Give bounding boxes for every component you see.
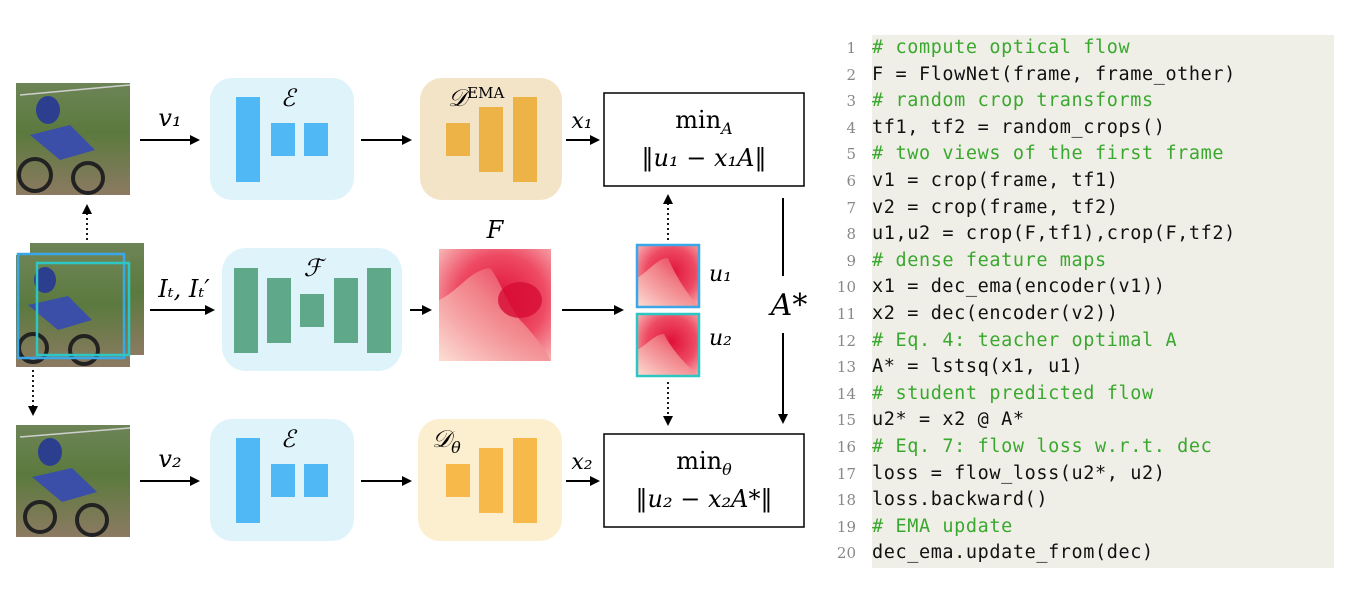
- code-line: 14 # student predicted flow: [836, 381, 1154, 408]
- code-statement: v2 = crop(frame, tf2): [872, 196, 1119, 218]
- loss-top-formula: ‖u₁ − x₁A‖: [642, 144, 767, 173]
- code-line: 4 tf1, tf2 = random_crops(): [836, 115, 1165, 142]
- encoder-bottom: ℰ: [210, 419, 354, 541]
- label-u1: u₁: [709, 262, 732, 287]
- code-statement: F = FlowNet(frame, frame_other): [872, 63, 1236, 85]
- decoder-theta: 𝒟θ: [418, 419, 562, 541]
- crop-box-v1: [16, 252, 126, 360]
- code-line: 9 # dense feature maps: [836, 248, 1107, 275]
- code-line: 11 x2 = dec(encoder(v2)): [836, 301, 1119, 328]
- code-line: 6 v1 = crop(frame, tf1): [836, 168, 1119, 195]
- line-number: 17: [836, 464, 856, 483]
- line-number: 9: [846, 251, 856, 270]
- code-line: 8 u1,u2 = crop(F,tf1),crop(F,tf2): [836, 221, 1236, 248]
- flow-map-F: F: [439, 216, 551, 361]
- image-v1: [16, 83, 131, 195]
- code-line: 18 loss.backward(): [836, 487, 1048, 514]
- label-v2: v₂: [158, 445, 181, 473]
- line-number: 1: [846, 39, 856, 57]
- code-statement: loss = flow_loss(u2*, u2): [872, 462, 1166, 484]
- line-number: 20: [836, 544, 856, 563]
- code-statement: tf1, tf2 = random_crops(): [872, 116, 1166, 138]
- flow-crop-u2: [635, 312, 701, 378]
- code-statement: dec_ema.update_from(dec): [872, 542, 1154, 564]
- line-number: 14: [836, 384, 856, 403]
- image-v2: [16, 425, 131, 537]
- code-line: 19 # EMA update: [836, 514, 1013, 541]
- code-line: 5 # two views of the first frame: [836, 141, 1224, 168]
- loss-top-title: minA: [675, 106, 732, 138]
- code-line: 13 A* = lstsq(x1, u1): [836, 354, 1083, 381]
- line-number: 3: [846, 92, 856, 111]
- code-line: 1 # compute optical flow: [836, 35, 1130, 62]
- line-number: 15: [836, 411, 856, 430]
- code-comment: # Eq. 7: flow loss w.r.t. dec: [872, 436, 1213, 457]
- label-encoder-top: ℰ: [281, 84, 298, 112]
- line-number: 13: [836, 358, 856, 377]
- label-v1: v₁: [158, 104, 181, 132]
- loss-box-top: minA ‖u₁ − x₁A‖: [603, 92, 805, 187]
- code-panel: [872, 35, 1334, 568]
- label-x1: x₁: [571, 109, 592, 134]
- code-line: 12 # Eq. 4: teacher optimal A: [836, 328, 1177, 355]
- code-line: 2 F = FlowNet(frame, frame_other): [836, 62, 1236, 89]
- line-number: 5: [846, 145, 856, 164]
- line-number: 19: [836, 517, 856, 536]
- loss-bottom-title: minθ: [676, 447, 732, 479]
- label-frames: Iₜ, Iₜ′: [157, 275, 210, 303]
- line-number: 11: [836, 305, 856, 323]
- code-comment: # random crop transforms: [872, 90, 1154, 112]
- label-u2: u₂: [709, 326, 732, 351]
- encoder-top: ℰ: [210, 78, 354, 200]
- code-statement: loss.backward(): [872, 489, 1049, 511]
- code-line: 7 v2 = crop(frame, tf2): [836, 195, 1119, 222]
- code-line: 20 dec_ema.update_from(dec): [836, 540, 1154, 567]
- loss-bottom-formula: ‖u₂ − x₂A*‖: [636, 485, 773, 514]
- code-line: 17 loss = flow_loss(u2*, u2): [836, 461, 1165, 488]
- line-number: 12: [836, 331, 856, 350]
- code-comment: # dense feature maps: [872, 249, 1107, 271]
- code-line: 16 # Eq. 7: flow loss w.r.t. dec: [836, 434, 1212, 461]
- line-number: 8: [846, 225, 856, 244]
- label-x2: x₂: [571, 450, 592, 475]
- code-statement: x1 = dec_ema(encoder(v1)): [872, 276, 1166, 298]
- code-statement: u1,u2 = crop(F,tf1),crop(F,tf2): [872, 223, 1236, 245]
- line-number: 16: [836, 438, 856, 456]
- image-frames-stack: [16, 243, 144, 367]
- flow-crop-u1: [635, 243, 701, 309]
- decoder-ema: 𝒟EMA: [420, 78, 562, 200]
- code-comment: # two views of the first frame: [872, 143, 1225, 165]
- code-statement: u2* = x2 @ A*: [872, 409, 1025, 431]
- label-Astar: A*: [768, 288, 808, 323]
- code-line: 3 # random crop transforms: [836, 88, 1154, 115]
- code-line: 10 x1 = dec_ema(encoder(v1)): [836, 274, 1165, 301]
- code-comment: # EMA update: [872, 515, 1013, 537]
- line-number: 2: [846, 65, 856, 84]
- flownet: ℱ: [222, 248, 402, 371]
- code-line: 15 u2* = x2 @ A*: [836, 407, 1025, 434]
- code-comment: # student predicted flow: [872, 382, 1154, 404]
- code-statement: A* = lstsq(x1, u1): [872, 356, 1084, 378]
- code-statement: x2 = dec(encoder(v2)): [872, 303, 1119, 324]
- code-comment: # compute optical flow: [872, 37, 1131, 58]
- line-number: 10: [836, 278, 856, 297]
- code-statement: v1 = crop(frame, tf1): [872, 170, 1119, 191]
- line-number: 7: [846, 198, 856, 217]
- line-number: 6: [846, 172, 856, 190]
- loss-box-bottom: minθ ‖u₂ − x₂A*‖: [603, 433, 805, 528]
- label-F: F: [486, 216, 505, 244]
- label-flownet: ℱ: [304, 254, 327, 282]
- label-encoder-bottom: ℰ: [281, 425, 298, 453]
- code-comment: # Eq. 4: teacher optimal A: [872, 329, 1178, 351]
- line-number: 4: [846, 118, 856, 137]
- crop-box-v2: [35, 261, 131, 357]
- line-number: 18: [836, 491, 856, 510]
